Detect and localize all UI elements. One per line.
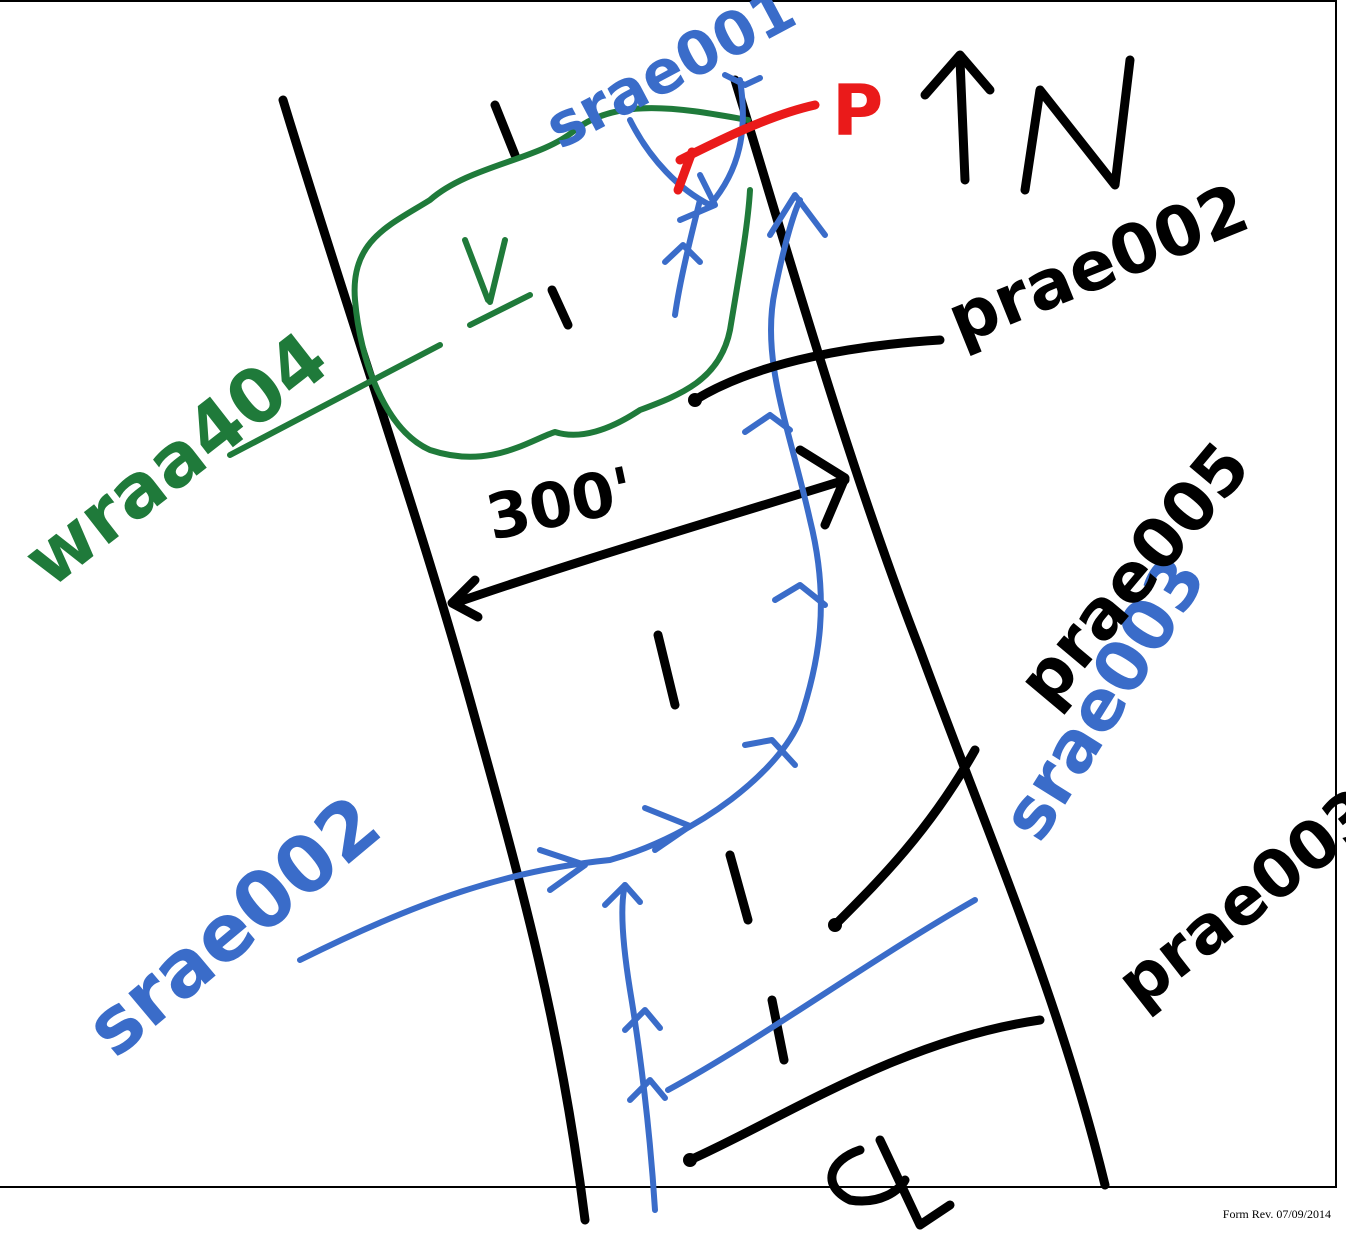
wetland-leader-line [227,342,443,458]
wetland-label: wraa404 [8,315,344,604]
stream-srae002-line [297,192,828,963]
prae005-leader [830,745,980,930]
width-dimension [447,445,850,622]
photo-point-label: P [832,70,883,152]
prae002-label: prae002 [937,169,1260,361]
centerline-dashes [490,100,789,1065]
stream-inflow-line [602,882,668,1213]
prae002-dot [688,393,702,407]
photo-point-mark [673,100,820,195]
drawing-frame [0,0,1337,1188]
corridor-right-line [730,75,1110,1190]
form-revision-note: Form Rev. 07/09/2014 [1222,1207,1331,1221]
prae003-leader [685,1015,1045,1165]
wetland-outline [351,105,753,460]
stream-srae001-label: srae001 [534,0,807,163]
north-arrow [920,50,1135,195]
prae003-label: prae003 [1102,773,1346,1023]
prae003-dot [683,1153,697,1167]
stream-srae003-line [665,897,978,1093]
corridor-left-line [278,95,590,1225]
prae005-dot [828,918,842,932]
stream-srae001-line [627,72,763,318]
width-label: 300' [480,452,640,554]
prae002-leader [690,335,945,405]
wetland-symbol [462,237,533,328]
centerline-symbol [827,1135,955,1230]
stream-srae002-label: srae002 [69,779,397,1075]
